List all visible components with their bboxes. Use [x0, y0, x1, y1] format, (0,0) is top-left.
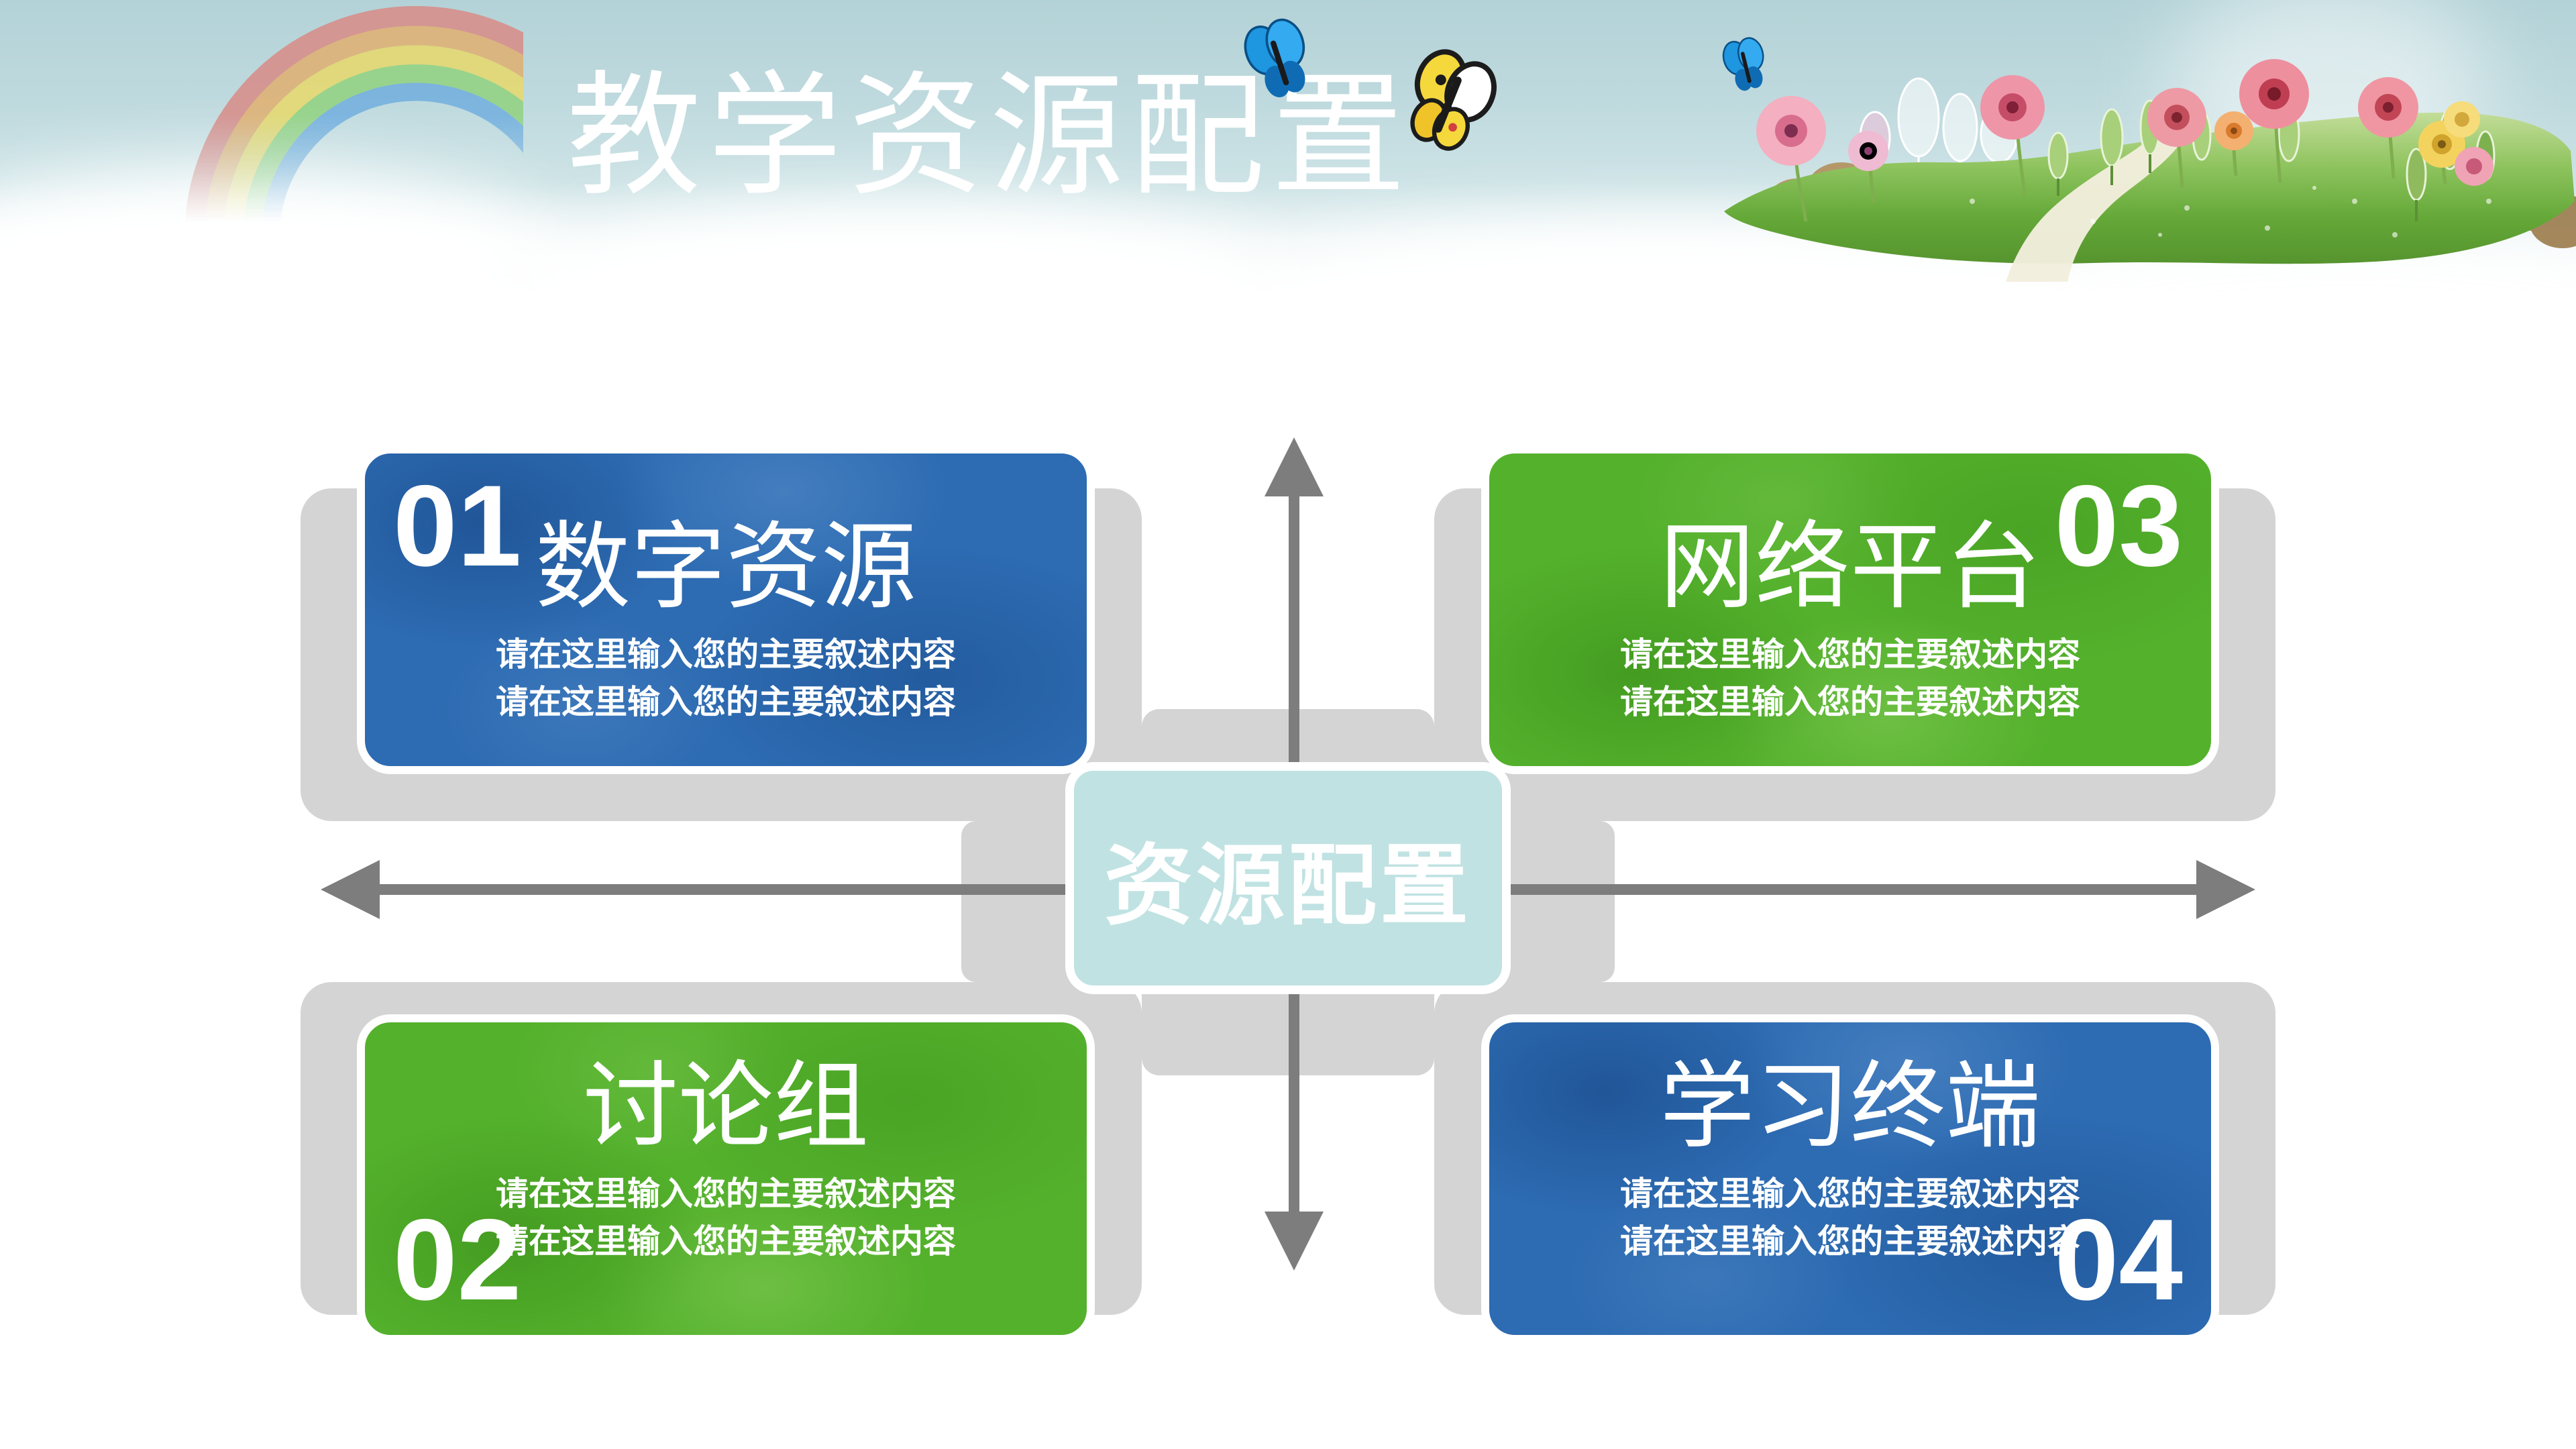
node-number: 04 — [2054, 1195, 2183, 1324]
node-discussion-group: 讨论组 请在这里输入您的主要叙述内容 请在这里输入您的主要叙述内容 02 — [357, 1014, 1095, 1343]
node-number: 01 — [393, 462, 522, 590]
node-learning-terminal: 学习终端 请在这里输入您的主要叙述内容 请在这里输入您的主要叙述内容 04 — [1481, 1014, 2219, 1343]
blue-butterfly-icon — [1722, 37, 1764, 91]
node-description: 请在这里输入您的主要叙述内容 请在这里输入您的主要叙述内容 — [365, 631, 1087, 726]
node-title: 网络平台 — [1660, 514, 2041, 621]
node-network-platform: 03 网络平台 请在这里输入您的主要叙述内容 请在这里输入您的主要叙述内容 — [1481, 445, 2219, 774]
meadow-illustration — [1722, 37, 2576, 282]
cloud — [510, 201, 1281, 369]
rainbow-icon — [184, 6, 523, 271]
description-line: 请在这里输入您的主要叙述内容 — [1619, 684, 2080, 720]
description-line: 请在这里输入您的主要叙述内容 — [1619, 1223, 2080, 1260]
description-line: 请在这里输入您的主要叙述内容 — [495, 1176, 956, 1213]
blue-butterfly-icon — [1244, 18, 1305, 98]
header-band: 教学资源配置 — [0, 0, 2576, 416]
node-description: 请在这里输入您的主要叙述内容 请在这里输入您的主要叙述内容 — [1489, 1171, 2211, 1265]
yellow-butterfly-icon — [1410, 49, 1497, 151]
node-digital-resources: 01 数字资源 请在这里输入您的主要叙述内容 请在这里输入您的主要叙述内容 — [357, 445, 1095, 774]
description-line: 请在这里输入您的主要叙述内容 — [1619, 637, 2080, 674]
node-description: 请在这里输入您的主要叙述内容 请在这里输入您的主要叙述内容 — [365, 1171, 1087, 1265]
description-line: 请在这里输入您的主要叙述内容 — [1619, 1176, 2080, 1213]
center-label: 资源配置 — [1104, 836, 1472, 935]
node-title: 讨论组 — [583, 1053, 869, 1160]
node-description: 请在这里输入您的主要叙述内容 请在这里输入您的主要叙述内容 — [1489, 631, 2211, 726]
node-number: 03 — [2054, 462, 2183, 590]
page-title: 教学资源配置 — [567, 62, 1413, 211]
node-number: 02 — [393, 1195, 522, 1324]
description-line: 请在这里输入您的主要叙述内容 — [495, 637, 956, 674]
description-line: 请在这里输入您的主要叙述内容 — [495, 684, 956, 720]
description-line: 请在这里输入您的主要叙述内容 — [495, 1223, 956, 1260]
center-label-box: 资源配置 — [1065, 762, 1511, 994]
node-title: 学习终端 — [1660, 1053, 2041, 1160]
node-title: 数字资源 — [535, 514, 916, 621]
cloud — [1979, 241, 2576, 416]
